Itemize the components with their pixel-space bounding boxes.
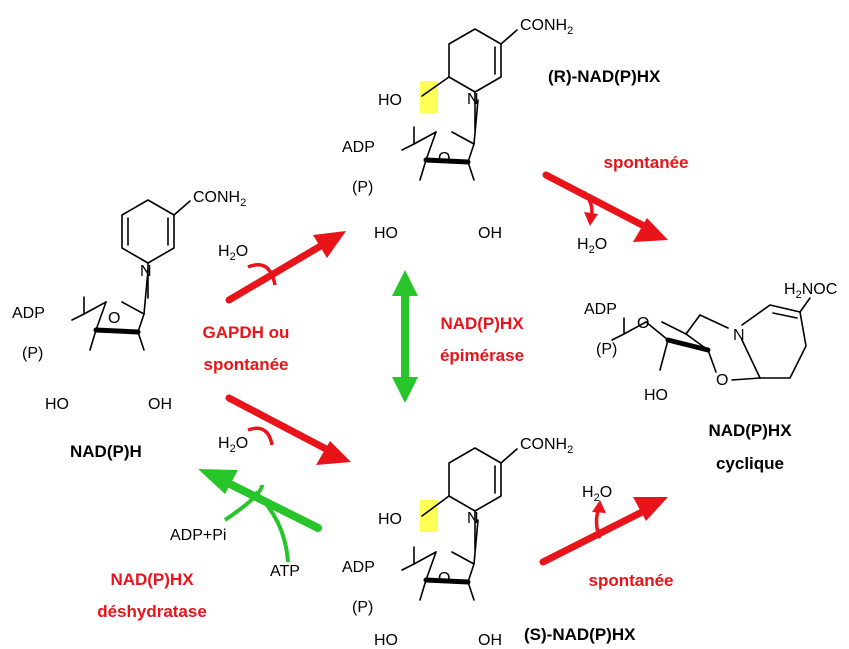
cyclic-nadphx-label-line1: NAD(P)HX	[708, 421, 792, 440]
arrow-nadph-to-s	[225, 394, 351, 465]
s-p: (P)	[352, 599, 373, 616]
cyclic-ring-o: O	[637, 315, 649, 332]
adp-pi-label: ADP+Pi	[170, 527, 226, 544]
cyclic-ho: HO	[644, 387, 668, 404]
s-ring-o: O	[438, 570, 450, 587]
cyclic-p: (P)	[596, 341, 617, 358]
s-oh-sugar: OH	[478, 632, 502, 649]
nadph-p: (P)	[22, 345, 43, 362]
nadph-ring-o: O	[108, 310, 120, 327]
arrow-s-to-cyclic	[539, 497, 668, 566]
r-nadphx-label: (R)-NAD(P)HX	[548, 67, 661, 86]
cyclic-n-atom: N	[733, 327, 745, 344]
gapdh-label-line2: spontanée	[203, 355, 288, 374]
gapdh-label-line1: GAPDH ou	[203, 323, 290, 342]
nadph-oh: OH	[148, 396, 172, 413]
s-n-atom: N	[467, 510, 479, 527]
spontaneous-label-bottom: spontanée	[588, 571, 673, 590]
r-adp: ADP	[342, 139, 375, 156]
nadph-conh2: CONH2	[193, 189, 246, 209]
cyclic-adp: ADP	[584, 301, 617, 318]
cyclic-ox-o: O	[716, 372, 728, 389]
arrow-r-to-cyclic	[542, 171, 668, 242]
r-stereocenter-highlight	[420, 81, 438, 113]
s-nadphx-label: (S)-NAD(P)HX	[524, 625, 636, 644]
cyclic-nadphx-structure: N O O ADP (P) HO H2NOC	[584, 281, 837, 404]
epimerase-label-line1: NAD(P)HX	[440, 314, 524, 333]
r-oh-sugar: OH	[478, 225, 502, 242]
h2o-bottom-right: H2O	[582, 484, 612, 504]
s-ho: HO	[378, 511, 402, 528]
cyclic-h2noc: H2NOC	[784, 281, 837, 301]
arrow-nadph-to-r	[225, 231, 346, 304]
r-n-atom: N	[467, 91, 479, 108]
cyclic-nadphx-label-line2: cyclique	[716, 454, 784, 473]
r-p: (P)	[352, 179, 373, 196]
r-conh2: CONH2	[520, 17, 573, 37]
nadph-structure: N CONH2 O ADP (P) HO OH	[12, 189, 246, 413]
dehydratase-label-line2: déshydratase	[97, 602, 207, 621]
nadph-ho: HO	[45, 396, 69, 413]
atp-label: ATP	[270, 563, 300, 580]
r-ring-o: O	[438, 150, 450, 167]
h2o-top-left: H2O	[218, 243, 248, 263]
s-ho-sugar: HO	[374, 632, 398, 649]
nadph-label: NAD(P)H	[70, 442, 142, 461]
h2o-top-right: H2O	[577, 236, 607, 256]
s-adp: ADP	[342, 559, 375, 576]
dehydratase-label-line1: NAD(P)HX	[110, 570, 194, 589]
r-ho-sugar: HO	[374, 225, 398, 242]
epimerase-label-line2: épimérase	[440, 346, 524, 365]
nadph-adp: ADP	[12, 305, 45, 322]
arrow-epimerase-double	[392, 270, 418, 403]
r-ho: HO	[378, 92, 402, 109]
s-conh2: CONH2	[520, 436, 573, 456]
h2o-bottom-left: H2O	[218, 435, 248, 455]
arrow-dehydratase	[198, 469, 322, 563]
r-nadphx-structure: N HO CONH2 O ADP (P) HO OH	[342, 17, 573, 242]
nadph-n-atom: N	[140, 263, 152, 280]
spontaneous-label-top: spontanée	[603, 153, 688, 172]
s-nadphx-structure: N HO CONH2 O ADP (P) HO OH	[342, 436, 573, 649]
